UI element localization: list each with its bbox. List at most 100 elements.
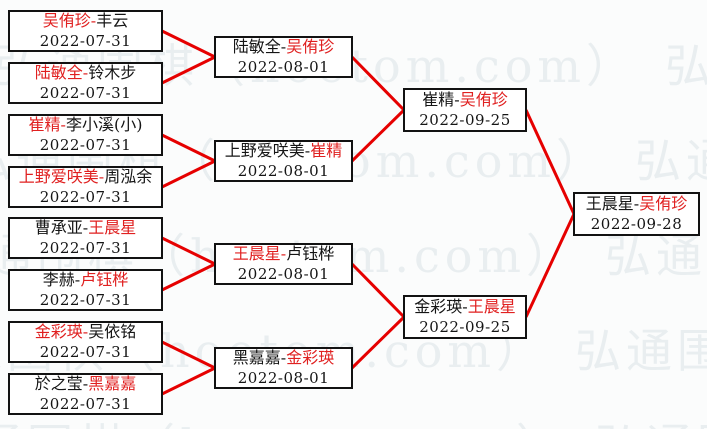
match-box-r1-3: 崔精-李小溪(小)2022-07-31	[8, 114, 163, 156]
vs-dash: -	[280, 348, 287, 367]
player1-name: 王晨星	[585, 194, 634, 213]
match-players: 陆敏全-铃木步	[10, 63, 161, 83]
player1-name: 陆敏全	[34, 63, 83, 82]
player1-name: 崔精	[422, 90, 455, 109]
match-date: 2022-07-31	[39, 84, 132, 102]
connector-line	[350, 315, 406, 370]
player1-name: 陆敏全	[232, 37, 281, 56]
match-players: 陆敏全-吴侑珍	[216, 37, 351, 57]
vs-dash: -	[280, 37, 287, 56]
match-date: 2022-08-01	[237, 369, 330, 387]
player2-name: 崔精	[310, 141, 343, 160]
player2-name: 吴侑珍	[286, 37, 335, 56]
match-players: 崔精-吴侑珍	[405, 90, 525, 110]
connector-line	[161, 55, 216, 85]
match-date: 2022-07-31	[39, 343, 132, 361]
match-players: 於之莹-黑嘉嘉	[10, 374, 161, 394]
player1-name: 上野爱咲美	[18, 167, 99, 186]
connector-line	[161, 262, 216, 292]
player2-name: 王晨星	[467, 297, 516, 316]
vs-dash: -	[304, 141, 311, 160]
match-players: 吴侑珍-丰云	[10, 11, 161, 31]
player1-name: 於之莹	[34, 374, 83, 393]
connector-line	[350, 55, 406, 112]
match-date: 2022-09-25	[419, 111, 511, 129]
match-players: 王晨星-卢钰桦	[216, 244, 351, 264]
vs-dash: -	[90, 11, 97, 30]
player1-name: 王晨星	[232, 244, 281, 263]
player2-name: 金彩瑛	[286, 348, 335, 367]
connector-line	[524, 213, 576, 318]
player1-name: 上野爱咲美	[224, 141, 305, 160]
match-players: 金彩瑛-吴依铭	[10, 322, 161, 342]
connector-line	[161, 133, 216, 163]
player2-name: 卢钰桦	[80, 270, 129, 289]
connector-line	[350, 262, 406, 319]
connector-line	[161, 366, 216, 396]
match-date: 2022-07-31	[39, 136, 132, 154]
player1-name: 吴侑珍	[42, 11, 91, 30]
match-players: 黑嘉嘉-金彩瑛	[216, 348, 351, 368]
match-players: 金彩瑛-王晨星	[405, 297, 525, 317]
player2-name: 周泓余	[104, 167, 153, 186]
match-date: 2022-08-01	[237, 162, 330, 180]
vs-dash: -	[74, 270, 81, 289]
player2-name: 卢钰桦	[286, 244, 335, 263]
player1-name: 金彩瑛	[34, 322, 83, 341]
player2-name: 丰云	[96, 11, 129, 30]
match-date: 2022-07-31	[39, 188, 132, 206]
player2-name: 李小溪(小)	[65, 115, 143, 134]
player1-name: 李赫	[42, 270, 75, 289]
connector-line	[161, 236, 216, 266]
player2-name: 铃木步	[88, 63, 137, 82]
vs-dash: -	[98, 167, 105, 186]
player2-name: 吴侑珍	[639, 194, 688, 213]
vs-dash: -	[82, 374, 89, 393]
vs-dash: -	[82, 63, 89, 82]
player1-name: 崔精	[28, 115, 61, 134]
match-date: 2022-07-31	[39, 291, 132, 309]
vs-dash: -	[60, 115, 66, 134]
match-date: 2022-08-01	[237, 58, 330, 76]
match-box-r1-4: 上野爱咲美-周泓余 2022-07-31	[8, 166, 163, 208]
match-date: 2022-07-31	[39, 395, 132, 413]
player1-name: 黑嘉嘉	[232, 348, 281, 367]
player1-name: 曹承亚	[34, 218, 83, 237]
connector-line	[161, 159, 216, 189]
connector-line	[350, 108, 406, 163]
match-date: 2022-09-28	[590, 215, 683, 233]
match-players: 崔精-李小溪(小)	[10, 115, 161, 135]
player2-name: 吴侑珍	[459, 90, 508, 109]
player2-name: 黑嘉嘉	[88, 374, 137, 393]
vs-dash: -	[280, 244, 287, 263]
match-players: 上野爱咲美-崔精	[216, 141, 351, 161]
connector-line	[524, 109, 576, 215]
match-date: 2022-09-25	[419, 318, 511, 336]
vs-dash: -	[82, 322, 89, 341]
match-date: 2022-07-31	[39, 239, 132, 257]
watermark-text: 弘通围棋（hoetom.com） 弘通围棋（hoetom.com） 弘通围棋（h…	[0, 410, 707, 429]
connector-line	[161, 29, 216, 59]
match-players: 李赫-卢钰桦	[10, 270, 161, 290]
vs-dash: -	[454, 90, 460, 109]
player2-name: 王晨星	[88, 218, 137, 237]
vs-dash: -	[462, 297, 468, 316]
connector-line	[161, 340, 216, 370]
player1-name: 金彩瑛	[414, 297, 463, 316]
match-players: 王晨星-吴侑珍	[575, 194, 698, 214]
match-players: 曹承亚-王晨星	[10, 218, 161, 238]
match-date: 2022-08-01	[237, 265, 330, 283]
